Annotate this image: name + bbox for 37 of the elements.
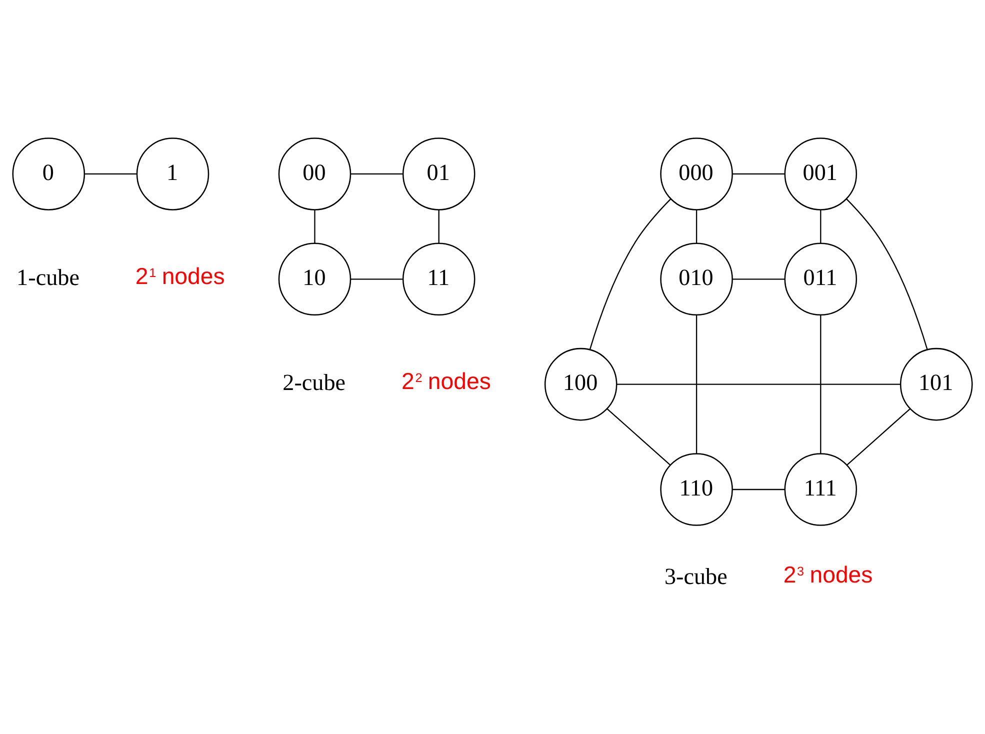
label: 3-cube: [664, 563, 728, 590]
node-circle: 101: [900, 347, 973, 420]
node-circle: 01: [402, 137, 476, 210]
node-circle: 1: [136, 137, 210, 210]
connector: [820, 209, 822, 243]
connector: [606, 408, 670, 465]
connector: [350, 172, 404, 174]
node-circle: 010: [660, 242, 733, 316]
connector: [846, 198, 928, 350]
node-circle: 100: [544, 347, 618, 420]
connector: [589, 198, 672, 350]
node-circle: 110: [660, 452, 733, 526]
connector: [732, 278, 785, 280]
connector: [314, 209, 316, 243]
node-circle: 001: [784, 137, 858, 210]
connector: [820, 314, 822, 453]
node-circle: 000: [660, 137, 733, 210]
node-circle: 111: [784, 452, 858, 526]
connector: [732, 488, 785, 490]
connector: [84, 172, 137, 174]
connector: [438, 209, 440, 243]
label: 2$^{3}$ nodes: [783, 561, 873, 588]
node-circle: 00: [278, 137, 352, 210]
connector: [732, 172, 785, 174]
node-circle: 10: [278, 242, 352, 316]
label: 1-cube: [16, 264, 80, 291]
label: 2-cube: [282, 370, 346, 396]
connector: [846, 408, 910, 465]
connector: [616, 383, 900, 384]
label: 2$^{2}$ nodes: [402, 368, 491, 394]
node-circle: 11: [402, 242, 476, 316]
connector: [696, 314, 698, 453]
connector: [696, 209, 698, 243]
label: 2$^{1}$ nodes: [135, 262, 225, 288]
node-circle: 0: [12, 137, 86, 210]
node-circle: 011: [784, 242, 858, 316]
connector: [350, 278, 404, 280]
